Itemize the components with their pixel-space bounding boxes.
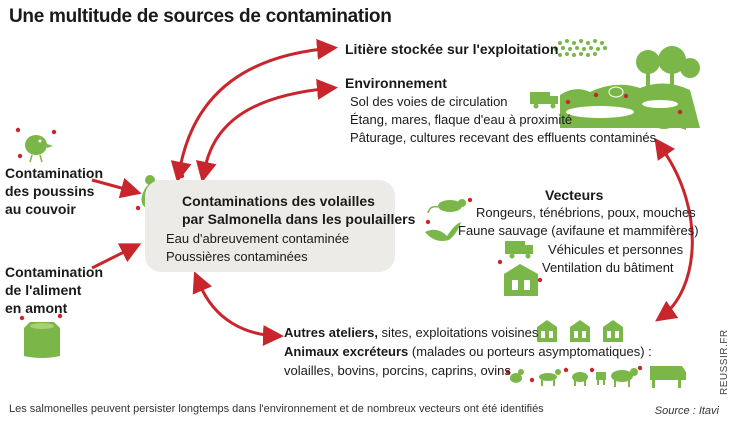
animaux-bold: Animaux excréteurs xyxy=(284,344,409,359)
vehicle-icon xyxy=(505,241,533,259)
animaux-rest: (malades ou porteurs asymptomatiques) : xyxy=(408,344,652,359)
arrow-center-environnement xyxy=(195,78,338,183)
chick-icon xyxy=(25,135,53,163)
vecteurs-item: Ventilation du bâtiment xyxy=(542,260,674,275)
farm-buildings-icon xyxy=(537,320,623,342)
arrow-center-litiere xyxy=(170,38,338,183)
center-box xyxy=(145,180,395,272)
animals-icon xyxy=(510,366,686,388)
landscape-icon xyxy=(560,46,700,130)
rat-icon xyxy=(427,199,466,214)
aliment-line: Contamination xyxy=(5,264,103,280)
arrow-center-autres xyxy=(192,271,284,347)
animaux-line: Animaux excréteurs (malades ou porteurs … xyxy=(284,343,652,360)
animaux-species: volailles, bovins, porcins, caprins, ovi… xyxy=(284,363,511,378)
bacteria-icon xyxy=(15,92,683,383)
vecteurs-title: Vecteurs xyxy=(545,187,604,203)
source: Source : Itavi xyxy=(654,405,719,417)
environnement-title: Environnement xyxy=(345,75,447,91)
vecteurs-item: Faune sauvage (avifaune et mammifères) xyxy=(458,223,699,238)
litiere-dots-icon xyxy=(554,39,607,57)
truck-icon xyxy=(530,92,558,109)
food-bag-icon xyxy=(24,322,60,358)
environnement-item: Pâturage, cultures recevant des effluent… xyxy=(350,130,657,145)
diagram-title: Une multitude de sources de contaminatio… xyxy=(9,6,392,27)
litiere-label: Litière stockée sur l'exploitation xyxy=(345,41,559,57)
credit: REUSSIR.FR xyxy=(719,329,730,395)
arrow-poussins-center xyxy=(91,177,142,199)
autres-ateliers-bold: Autres ateliers, xyxy=(284,325,378,340)
center-title-line1: Contaminations des volailles xyxy=(182,193,375,209)
building-ventilation-icon xyxy=(504,264,538,296)
center-item-water: Eau d'abreuvement contaminée xyxy=(166,231,350,246)
center-item-dust: Poussières contaminées xyxy=(166,249,308,264)
center-title-line2: par Salmonella dans les poulaillers xyxy=(182,211,416,227)
bird-icon xyxy=(425,222,461,241)
aliment-line: de l'aliment xyxy=(5,282,82,298)
poussins-line: au couvoir xyxy=(5,201,76,217)
autres-ateliers-rest: sites, exploitations voisines xyxy=(377,325,539,340)
caption: Les salmonelles peuvent persister longte… xyxy=(9,403,544,415)
environnement-item: Sol des voies de circulation xyxy=(350,94,508,109)
vecteurs-item: Véhicules et personnes xyxy=(548,242,684,257)
vecteurs-item: Rongeurs, ténébrions, poux, mouches xyxy=(476,205,696,220)
autres-ateliers-line: Autres ateliers, sites, exploitations vo… xyxy=(284,324,538,341)
poussins-line: Contamination xyxy=(5,165,103,181)
arrow-environnement-autres xyxy=(654,137,694,322)
poussins-line: des poussins xyxy=(5,183,95,199)
arrow-aliment-center xyxy=(91,243,142,270)
environnement-item: Étang, mares, flaque d'eau à proximité xyxy=(350,112,573,127)
aliment-line: en amont xyxy=(5,300,68,316)
